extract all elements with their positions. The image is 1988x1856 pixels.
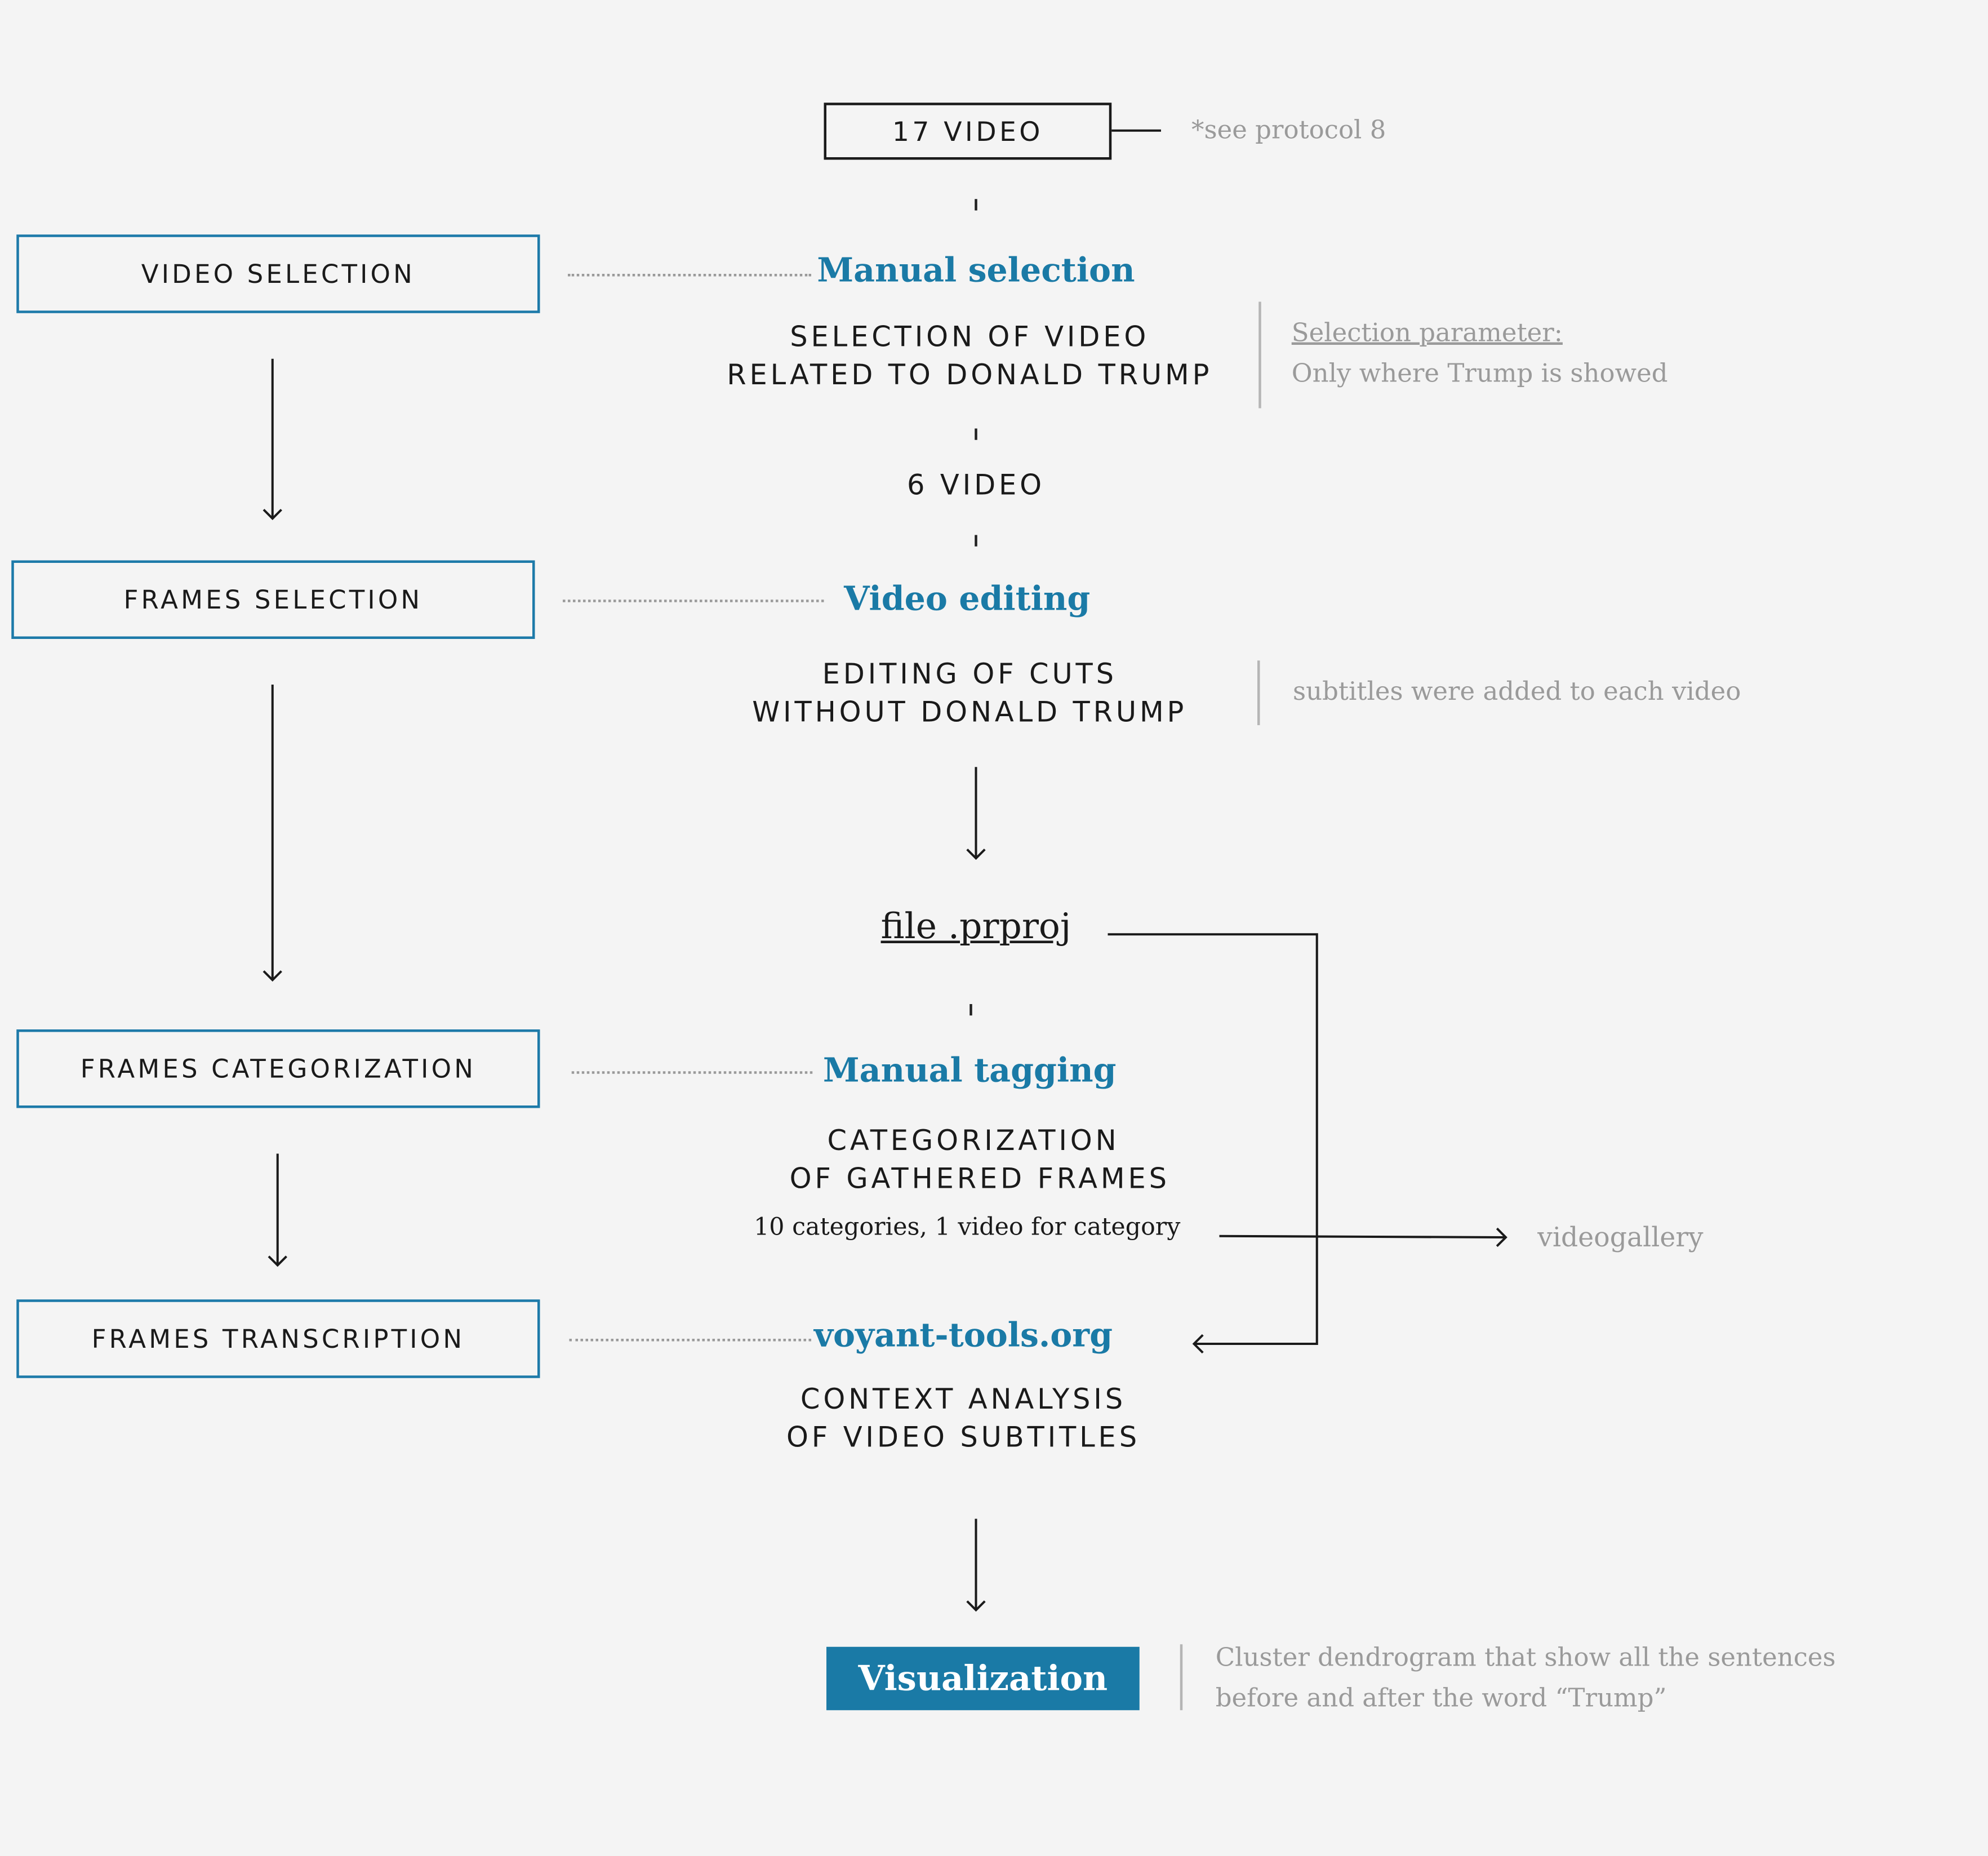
connector-tick [975, 428, 977, 440]
phase-video-selection: VIDEO SELECTION [16, 234, 540, 313]
note-divider [1180, 1644, 1183, 1711]
dotted-leader [563, 600, 824, 602]
phase-label: FRAMES TRANSCRIPTION [91, 1324, 465, 1354]
arrow-categories-to-videogallery [1219, 1227, 1507, 1247]
step-editing-line1: EDITING OF CUTS [822, 659, 1117, 691]
selection-parameter-text: Only where Trump is showed [1291, 357, 1668, 388]
dotted-leader [571, 1071, 813, 1074]
method-manual-selection: Manual selection [817, 252, 1135, 291]
note-divider [1258, 301, 1261, 409]
phase-label: FRAMES CATEGORIZATION [80, 1053, 477, 1084]
step-editing-line2: WITHOUT DONALD TRUMP [752, 697, 1188, 729]
selection-parameter-heading: Selection parameter: [1291, 317, 1563, 348]
phase-frames-transcription: FRAMES TRANSCRIPTION [16, 1299, 540, 1378]
note-divider [1257, 660, 1260, 725]
step-analysis-line1: CONTEXT ANALYSIS [800, 1384, 1127, 1417]
visualization-note-line1: Cluster dendrogram that show all the sen… [1215, 1641, 1836, 1672]
phase-frames-selection: FRAMES SELECTION [11, 560, 535, 639]
phase-label: FRAMES SELECTION [123, 584, 423, 615]
tagging-detail: 10 categories, 1 video for category [754, 1213, 1181, 1241]
method-video-editing: Video editing [844, 580, 1091, 619]
step-tagging-line1: CATEGORIZATION [827, 1126, 1120, 1158]
phase-label: VIDEO SELECTION [141, 259, 416, 289]
visualization-label: Visualization [858, 1659, 1108, 1698]
dotted-leader [568, 274, 811, 277]
step-analysis-line2: OF VIDEO SUBTITLES [786, 1422, 1140, 1454]
videogallery-output: videogallery [1537, 1222, 1704, 1253]
method-manual-tagging: Manual tagging [822, 1052, 1117, 1091]
phase-frames-categorization: FRAMES CATEGORIZATION [16, 1029, 540, 1108]
dotted-leader [569, 1339, 811, 1342]
video-count-label: 17 VIDEO [892, 116, 1043, 146]
connector-tick [969, 1004, 972, 1016]
connector-tick [975, 199, 977, 211]
protocol-note: *see protocol 8 [1191, 114, 1386, 145]
step-tagging-line2: OF GATHERED FRAMES [789, 1164, 1170, 1196]
step-selection-line1: SELECTION OF VIDEO [790, 322, 1150, 354]
visualization-output: Visualization [826, 1646, 1140, 1711]
connector-tick [975, 535, 977, 547]
visualization-note-line2: before and after the word “Trump” [1215, 1682, 1667, 1713]
video-count-after: 6 VIDEO [906, 470, 1045, 502]
video-count-box: 17 VIDEO [824, 103, 1112, 160]
step-selection-line2: RELATED TO DONALD TRUMP [727, 360, 1213, 392]
arrow-file-to-voyant [1108, 933, 1318, 1354]
method-voyant-tools: voyant-tools.org [813, 1317, 1113, 1356]
project-file-label: file .prproj [880, 905, 1071, 947]
editing-note: subtitles were added to each video [1293, 676, 1741, 707]
